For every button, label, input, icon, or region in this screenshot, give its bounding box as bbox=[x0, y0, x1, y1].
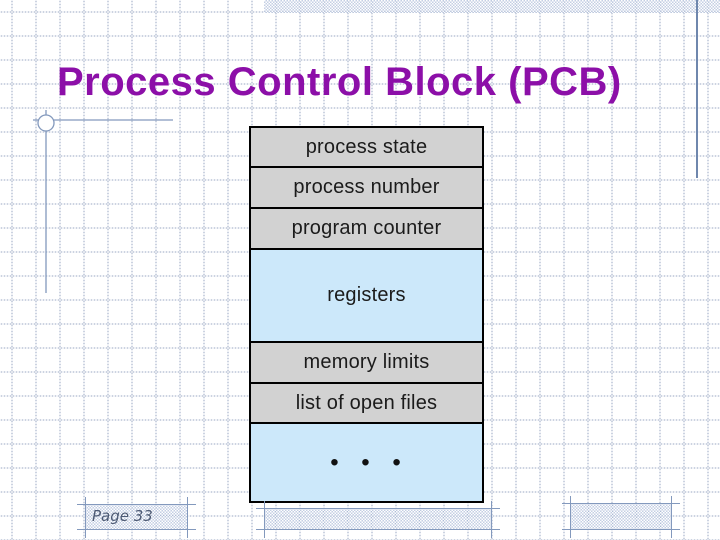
band-border-bottom bbox=[562, 529, 680, 530]
pcb-row-program-counter: program counter bbox=[251, 209, 482, 250]
band-border-bottom bbox=[256, 529, 500, 530]
pcb-row-label: program counter bbox=[291, 217, 442, 239]
ellipsis-dots: • • • bbox=[330, 448, 403, 476]
pcb-row-label: registers bbox=[327, 284, 406, 306]
pcb-row-process-state: process state bbox=[251, 128, 482, 168]
slide-title: Process Control Block (PCB) bbox=[57, 60, 622, 104]
bottom-band-middle-fill bbox=[264, 508, 492, 530]
pcb-row-label: process number bbox=[293, 176, 440, 198]
band-border-top bbox=[256, 508, 500, 509]
band-tick-right bbox=[491, 501, 492, 538]
bottom-band-right bbox=[562, 496, 680, 538]
pcb-row-label: memory limits bbox=[303, 351, 430, 373]
pcb-row-label: list of open files bbox=[295, 391, 438, 414]
band-tick-right bbox=[187, 497, 188, 538]
band-border-top bbox=[77, 504, 196, 505]
band-tick-left bbox=[570, 496, 571, 538]
band-border-bottom bbox=[77, 529, 196, 530]
band-border-top bbox=[562, 503, 680, 504]
bottom-band-right-fill bbox=[570, 503, 672, 530]
pcb-row-registers: registers bbox=[251, 250, 482, 343]
pcb-diagram: process state process number program cou… bbox=[249, 126, 484, 503]
page-number: Page 33 bbox=[92, 507, 153, 525]
band-tick-left bbox=[264, 501, 265, 538]
right-vertical-line bbox=[696, 0, 698, 178]
page-number-band-fill bbox=[85, 504, 188, 530]
corner-ornament-icon bbox=[33, 110, 173, 293]
band-tick-right bbox=[671, 496, 672, 538]
band-tick-left bbox=[85, 497, 86, 538]
pcb-row-ellipsis: • • • bbox=[251, 424, 482, 501]
pcb-row-process-number: process number bbox=[251, 168, 482, 209]
pcb-row-list-of-open-files: list of open files bbox=[251, 384, 482, 424]
bottom-band-middle bbox=[256, 501, 500, 538]
page-number-band: Page 33 bbox=[77, 497, 196, 538]
pcb-row-memory-limits: memory limits bbox=[251, 343, 482, 384]
pcb-row-label: process state bbox=[305, 135, 428, 158]
top-hatch-band bbox=[264, 0, 720, 13]
